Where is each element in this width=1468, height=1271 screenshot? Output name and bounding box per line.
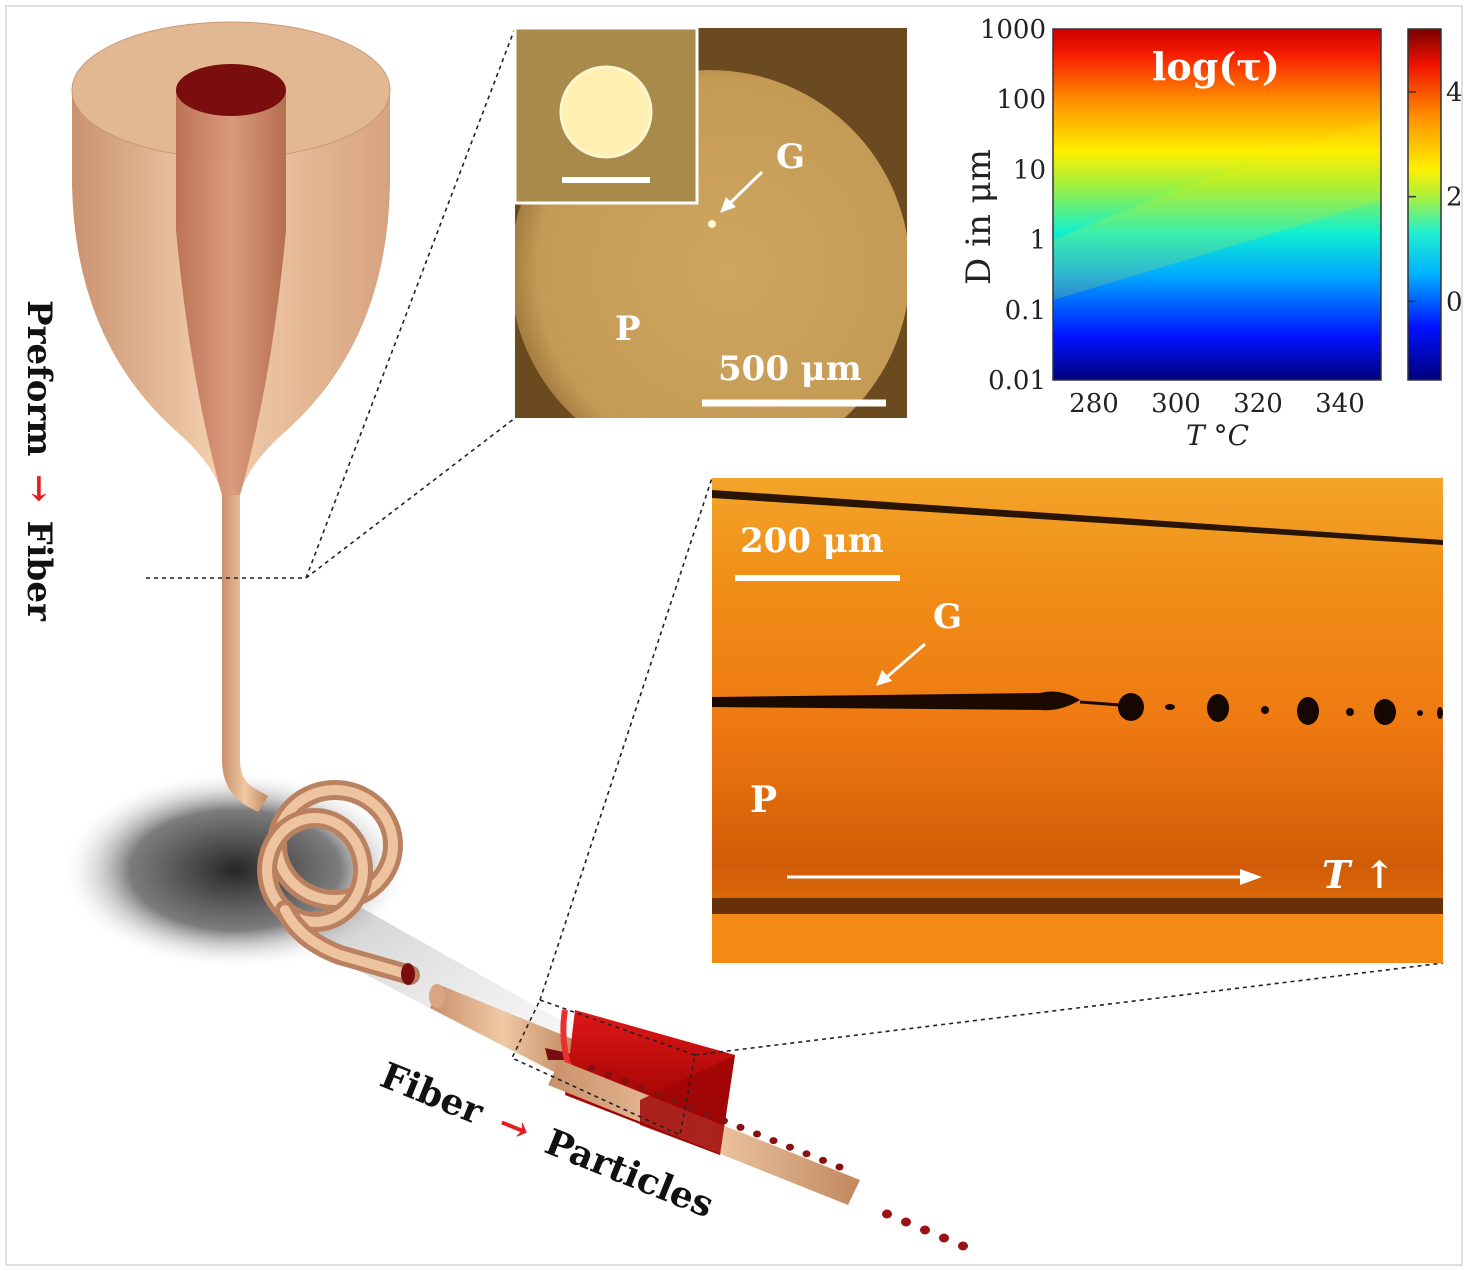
droplet (1207, 694, 1229, 722)
particle-trail (882, 1209, 968, 1251)
particle (736, 1123, 745, 1131)
y-tick-label: 10 (1013, 155, 1046, 185)
droplet (1417, 710, 1423, 716)
droplet (1118, 693, 1144, 721)
trail-particle (920, 1225, 930, 1235)
particle (654, 1090, 662, 1098)
preform-core-hole (176, 64, 286, 116)
label-p-cross: P (615, 309, 641, 349)
y-tick-label: 1 (1029, 226, 1046, 256)
fiber-coil (257, 780, 420, 985)
svg-text:Preform → Fiber: Preform → Fiber (19, 300, 59, 622)
label-fiber: Fiber (19, 521, 59, 622)
colorbar (1407, 28, 1442, 381)
particle (802, 1150, 811, 1158)
x-tick-label: 320 (1233, 389, 1283, 419)
preform-illustration (71, 21, 391, 812)
particle (670, 1097, 679, 1105)
label-p-micro: P (750, 779, 777, 821)
trail-particle (939, 1233, 949, 1243)
y-tick-label: 100 (996, 85, 1046, 115)
droplet (1297, 697, 1319, 725)
cross-section-micrograph: G P 500 μm (513, 26, 907, 418)
colorbar-tick-label: 0 (1446, 287, 1463, 317)
x-tick-label: 300 (1151, 389, 1201, 419)
label-arrow-1: → (19, 474, 59, 503)
particle (588, 1064, 596, 1072)
trail-particle (958, 1241, 968, 1251)
particles-in-fiber (588, 1064, 844, 1171)
preform-fiber-label: Preform → Fiber (19, 300, 59, 622)
droplet (1261, 706, 1269, 714)
colorbar-tick-label: 2 (1446, 183, 1463, 213)
colorbar-tick-label: 4 (1446, 78, 1463, 108)
particle (687, 1104, 695, 1112)
zoom-leader-lines (146, 27, 1444, 1137)
heatmap-xlabel: T °C (1186, 419, 1249, 452)
particle (720, 1117, 728, 1125)
heatmap-frame (1052, 28, 1382, 381)
heater-assembly (548, 1009, 860, 1205)
droplet-series (1118, 693, 1443, 725)
y-tick-label: 0.01 (988, 366, 1046, 396)
particle (604, 1071, 613, 1079)
label-g-micro: G (933, 597, 962, 637)
droplet (1165, 704, 1175, 710)
scalebar-label-200: 200 μm (740, 521, 884, 561)
droplet (1346, 708, 1354, 716)
droplet (1437, 707, 1443, 719)
particle (769, 1137, 778, 1145)
scalebar-label-500: 500 μm (718, 349, 862, 389)
particle (637, 1084, 646, 1092)
label-preform: Preform (19, 300, 59, 456)
trail-particle (901, 1217, 911, 1227)
particle (753, 1130, 761, 1138)
x-tick-label: 340 (1315, 389, 1365, 419)
heatmap-x-ticks: 280 300 320 340 (1069, 389, 1365, 419)
label-g-cross: G (776, 137, 805, 177)
heatmap-y-ticks: 1000 100 10 1 0.1 0.01 (980, 15, 1046, 396)
particle (621, 1077, 629, 1085)
particle (786, 1143, 794, 1151)
droplet (1374, 699, 1396, 725)
particle (835, 1163, 844, 1171)
fiber-micrograph: 200 μm G P T ↑ (712, 478, 1443, 963)
heatmap-title: log(τ) (1152, 44, 1280, 89)
x-tick-label: 280 (1069, 389, 1119, 419)
y-tick-label: 1000 (980, 15, 1046, 45)
y-tick-label: 0.1 (1005, 296, 1046, 326)
glass-core-dot (708, 220, 716, 228)
heatmap-ylabel: D in μm (959, 149, 999, 285)
trail-particle (882, 1209, 892, 1219)
particle (819, 1156, 827, 1164)
temperature-label: T ↑ (1322, 852, 1395, 897)
colorbar-ticks: 0 2 4 (1408, 78, 1463, 317)
heatmap-chart: log(τ) 1000 100 10 1 0.1 0.01 280 300 320 340 T … (959, 15, 1463, 452)
particle (703, 1110, 712, 1118)
